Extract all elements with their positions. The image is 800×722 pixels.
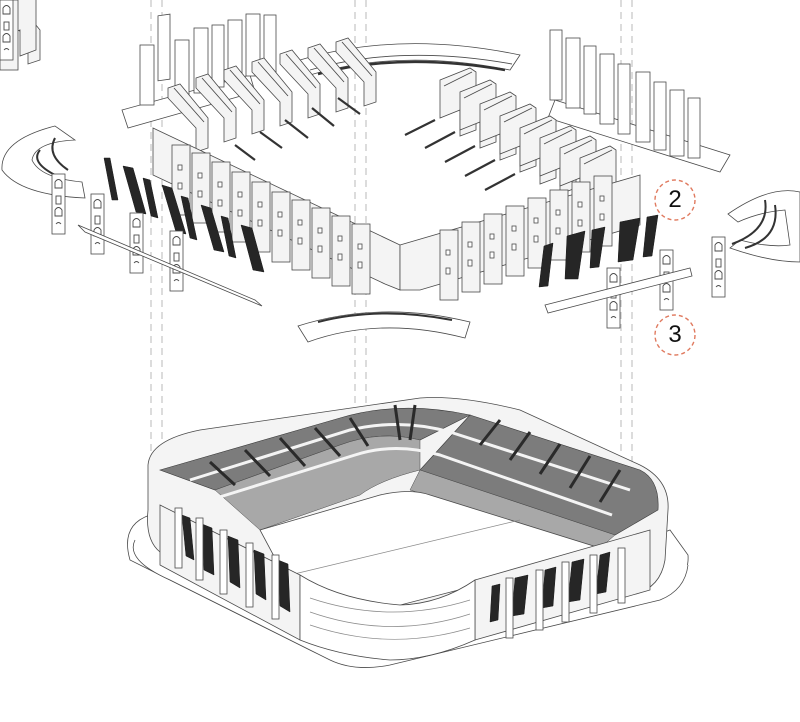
callouts xyxy=(654,179,696,356)
stair-elements xyxy=(234,97,516,191)
callout-3-circle xyxy=(654,314,696,356)
assembled-stadium xyxy=(127,397,689,668)
dark-facade-panels-right xyxy=(538,214,659,288)
base-beams xyxy=(77,224,693,314)
bottom-curved-segment xyxy=(297,311,471,343)
back-right-fins xyxy=(547,29,731,173)
left-curved-corner-segment xyxy=(1,125,86,199)
assembled-columns xyxy=(174,507,626,639)
callout-2-label: 2 xyxy=(668,186,682,213)
left-column-supports xyxy=(0,0,184,292)
right-curved-corner-segment xyxy=(727,190,800,263)
front-right-wall-panels xyxy=(399,174,641,301)
dark-facade-panels-left xyxy=(103,157,265,273)
callout-3-label: 3 xyxy=(668,321,682,348)
callout-2-circle xyxy=(654,179,696,221)
